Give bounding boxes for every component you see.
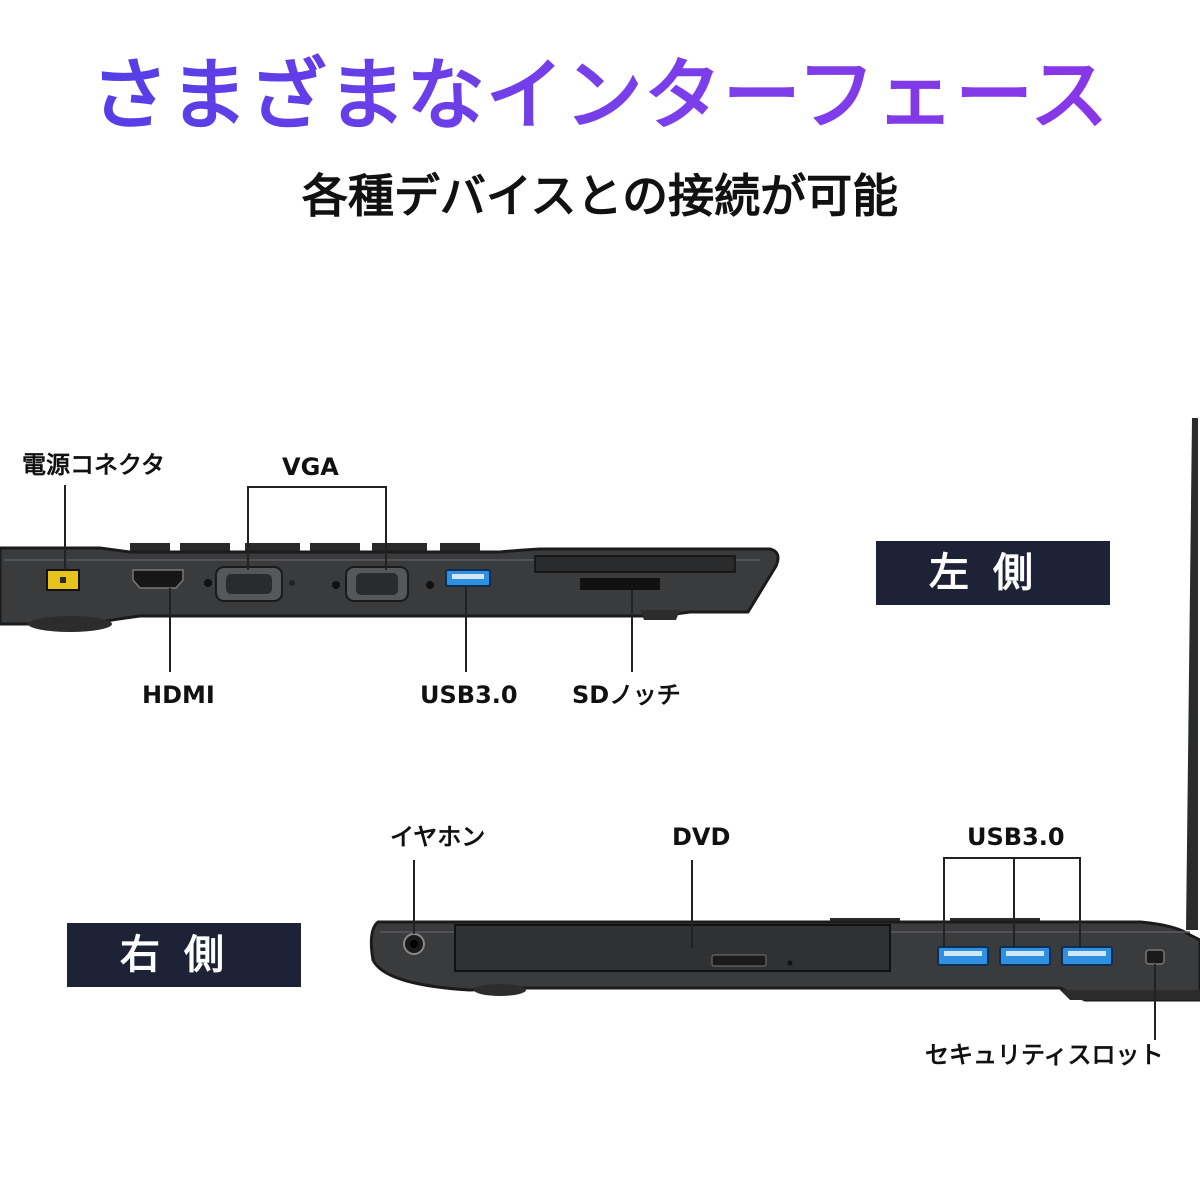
- sd-notch-label: SDノッチ: [572, 681, 681, 709]
- left-side-laptop: [0, 485, 780, 672]
- page-title: さまざまなインターフェース: [0, 48, 1200, 144]
- vga-label: VGA: [282, 453, 339, 481]
- usb-port-right-3: [1061, 946, 1113, 966]
- security-slot-label: セキュリティスロット: [925, 1041, 1164, 1069]
- dvd-drive: [454, 924, 891, 972]
- screen-edge: [1186, 418, 1198, 930]
- usb-label-left: USB3.0: [420, 681, 518, 709]
- right-side-badge: 右側: [67, 923, 301, 987]
- hdmi-port: [132, 569, 184, 589]
- usb-port-right-2: [999, 946, 1051, 966]
- usb-port-right-1: [937, 946, 989, 966]
- sd-slot: [580, 578, 660, 590]
- power-connector-label: 電源コネクタ: [22, 451, 166, 479]
- right-side-laptop: [369, 857, 1200, 1040]
- hdmi-label-left: HDMI: [142, 681, 215, 709]
- security-slot: [1145, 949, 1165, 965]
- page-subtitle: 各種デバイスとの接続が可能: [301, 169, 899, 223]
- dvd-label: DVD: [672, 823, 731, 851]
- earphone-label: イヤホン: [390, 823, 486, 851]
- usb-label-right: USB3.0: [967, 823, 1065, 851]
- left-side-badge: 左側: [876, 541, 1110, 605]
